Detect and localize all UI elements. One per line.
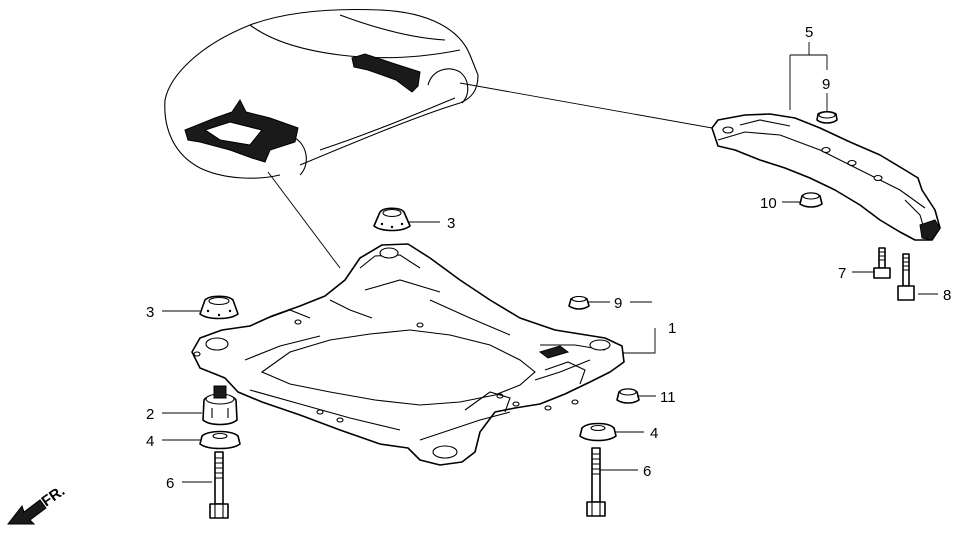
front-subframe	[191, 243, 625, 466]
rear-crossmember	[711, 113, 941, 241]
callout-3-top: 3	[447, 215, 455, 232]
car-body-outline	[164, 8, 479, 179]
nut-11	[616, 388, 640, 404]
callout-labels: 5 9 10 7 8 3 3 9 1 11 2 4 4 6 6	[146, 24, 951, 492]
callout-9-rear: 9	[822, 76, 830, 93]
callout-5: 5	[805, 24, 813, 41]
callout-4-left: 4	[146, 433, 154, 450]
car-rear-crossmember-silhouette	[351, 53, 421, 93]
callout-2: 2	[146, 406, 154, 423]
callout-9-center: 9	[614, 295, 622, 312]
mount-3-top	[373, 207, 411, 232]
leader-lines	[162, 42, 938, 483]
callout-8: 8	[943, 287, 951, 304]
front-direction-arrow	[6, 499, 47, 525]
callout-11: 11	[660, 389, 676, 406]
callout-10: 10	[760, 195, 777, 212]
bolt-8	[897, 253, 915, 301]
callout-7: 7	[838, 265, 846, 282]
nut-9-rear	[816, 110, 838, 124]
callout-1: 1	[668, 320, 676, 337]
bolt-7	[873, 247, 891, 279]
nut-9-center	[568, 295, 590, 310]
bushing-2	[202, 385, 238, 426]
callout-3-left: 3	[146, 304, 154, 321]
washer-4-right	[579, 422, 617, 442]
nut-10	[799, 192, 823, 208]
washer-4-left	[199, 430, 241, 450]
car-front-subframe-silhouette	[184, 99, 299, 163]
callout-6-right: 6	[643, 463, 651, 480]
mount-3-left	[199, 295, 239, 320]
callout-6-left: 6	[166, 475, 174, 492]
bolt-6-left	[209, 451, 229, 519]
callout-4-right: 4	[650, 425, 658, 442]
bolt-6-right	[586, 447, 606, 517]
